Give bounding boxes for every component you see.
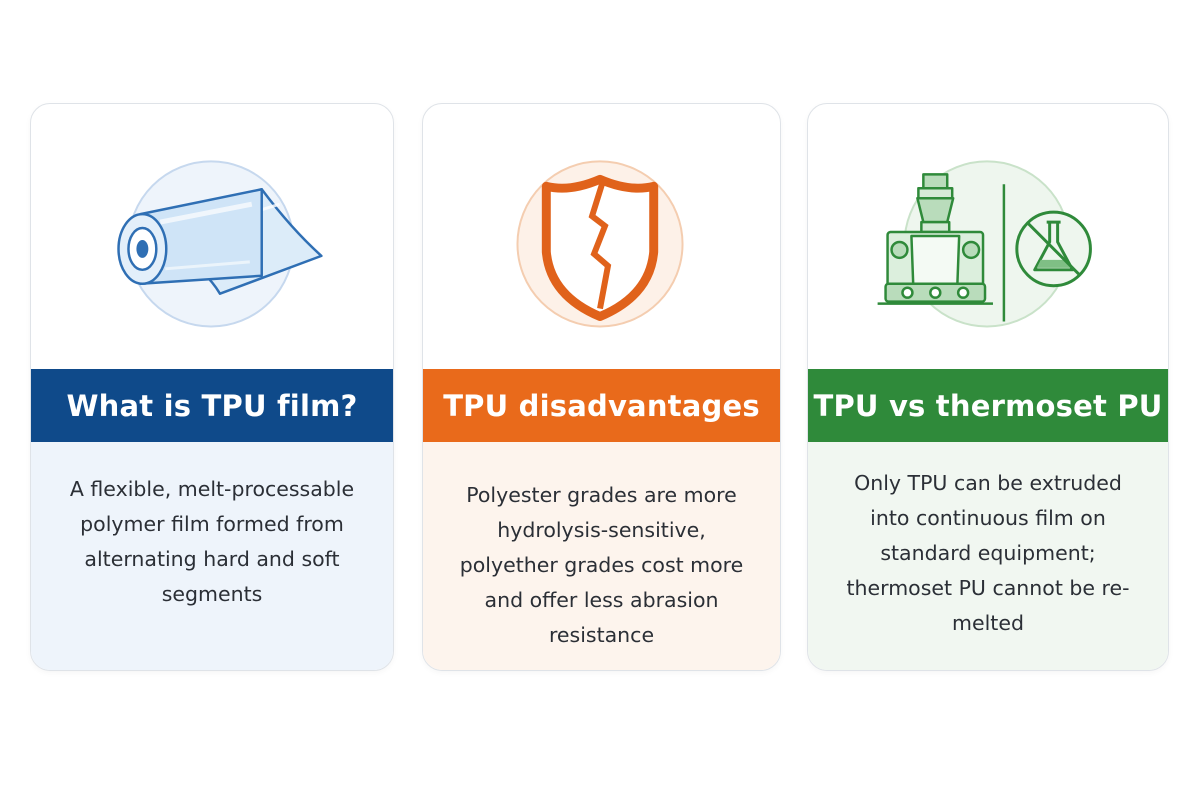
card-title-banner: TPU vs thermoset PU: [808, 369, 1168, 442]
no-chemical-icon: [1015, 210, 1092, 288]
film-roll-icon: [117, 160, 323, 328]
card-body: Only TPU can be extruded into continuous…: [808, 442, 1168, 670]
card-title: What is TPU film?: [66, 388, 358, 423]
card-tpu-vs-thermoset: TPU vs thermoset PU Only TPU can be extr…: [807, 103, 1169, 671]
card-what-is-tpu: What is TPU film? A flexible, melt-proce…: [30, 103, 394, 671]
card-title-banner: What is TPU film?: [31, 369, 393, 442]
card-description: A flexible, melt-processable polymer fil…: [69, 477, 355, 606]
card-description: Only TPU can be extruded into continuous…: [846, 471, 1130, 635]
card-description: Polyester grades are more hydrolysis-sen…: [459, 483, 744, 647]
card-title: TPU vs thermoset PU: [813, 388, 1163, 423]
card-tpu-disadvantages: TPU disadvantages Polyester grades are m…: [422, 103, 781, 671]
cracked-shield-icon: [516, 160, 684, 328]
card-body: A flexible, melt-processable polymer fil…: [31, 442, 393, 670]
extruder-icon: [877, 173, 993, 305]
icon-panel: [808, 104, 1168, 369]
card-title-banner: TPU disadvantages: [423, 369, 780, 442]
icon-panel: [423, 104, 780, 369]
card-body: Polyester grades are more hydrolysis-sen…: [423, 442, 780, 670]
icon-panel: [31, 104, 393, 369]
card-title: TPU disadvantages: [443, 388, 760, 423]
